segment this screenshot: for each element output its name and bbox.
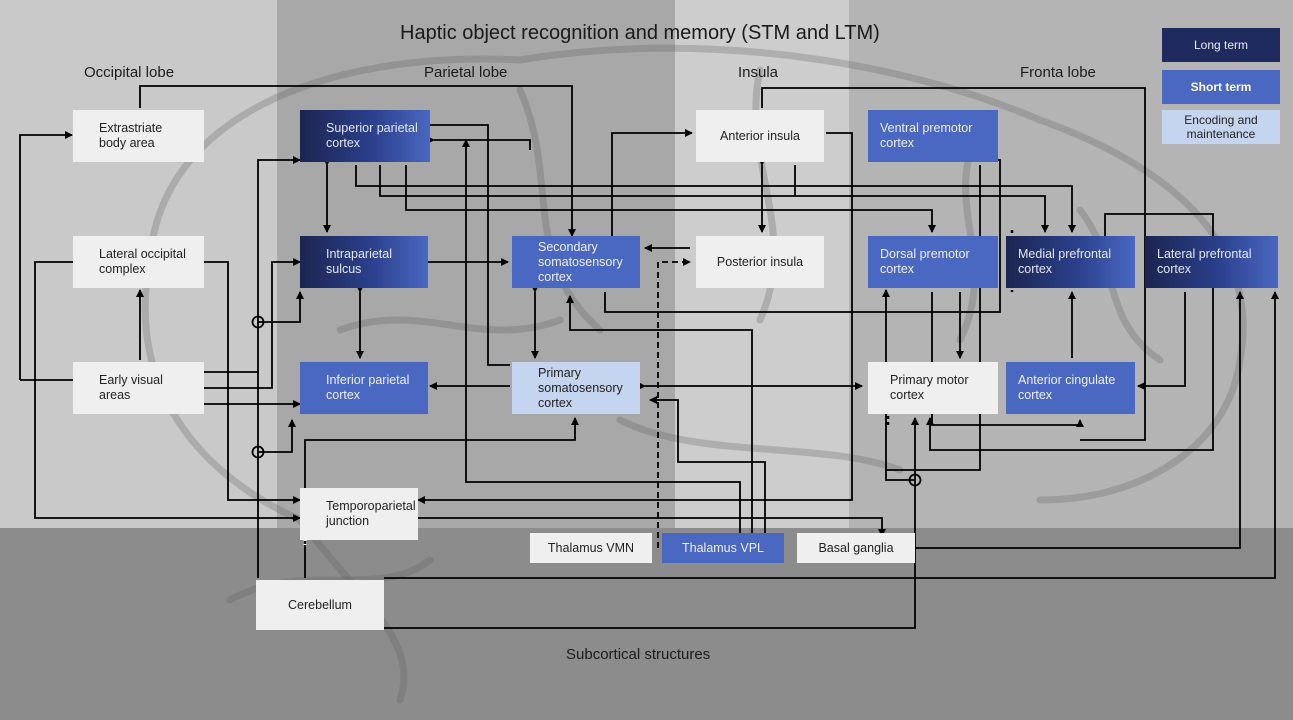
node-intraparietal: Intraparietal sulcus (300, 236, 428, 288)
node-temporoparietal: Temporoparietal junction (300, 488, 418, 540)
node-basal-ganglia: Basal ganglia (797, 533, 915, 563)
node-posterior-insula: Posterior insula (696, 236, 824, 288)
node-early-visual: Early visual areas (73, 362, 204, 414)
subcortical-label: Subcortical structures (566, 646, 711, 663)
node-inferior-parietal: Inferior parietal cortex (300, 362, 428, 414)
node-ventral-premotor: Ventral premotor cortex (868, 110, 998, 162)
legend-long-term: Long term (1162, 28, 1280, 62)
node-primary-somato: Primary somatosensory cortex (512, 362, 640, 414)
node-thalamus-vmn: Thalamus VMN (530, 533, 652, 563)
node-extrastriate: Extrastriate body area (73, 110, 204, 162)
occipital-label: Occipital lobe (84, 64, 175, 81)
junction-node-3 (908, 473, 922, 487)
node-secondary-somato: Secondary somatosensory cortex (512, 236, 640, 288)
node-thalamus-vpl: Thalamus VPL (662, 533, 784, 563)
parietal-label: Parietal lobe (424, 64, 508, 81)
node-medial-prefrontal: Medial prefrontal cortex (1006, 236, 1135, 288)
node-anterior-insula: Anterior insula (696, 110, 824, 162)
node-superior-parietal: Superior parietal cortex (300, 110, 430, 162)
node-anterior-cingulate: Anterior cingulate cortex (1006, 362, 1135, 414)
diagram-title: Haptic object recognition and memory (ST… (400, 22, 880, 44)
legend-short-term: Short term (1162, 70, 1280, 104)
node-primary-motor: Primary motor cortex (868, 362, 998, 414)
node-cerebellum: Cerebellum (256, 580, 384, 630)
frontal-label: Fronta lobe (1020, 64, 1096, 81)
node-dorsal-premotor: Dorsal premotor cortex (868, 236, 998, 288)
insula-label: Insula (738, 64, 779, 81)
node-lateral-prefrontal: Lateral prefrontal cortex (1145, 236, 1278, 288)
node-lateral-occipital: Lateral occipital complex (73, 236, 204, 288)
junction-node-1 (251, 315, 265, 329)
legend-encoding: Encoding and maintenance (1162, 110, 1280, 144)
junction-node-2 (251, 445, 265, 459)
